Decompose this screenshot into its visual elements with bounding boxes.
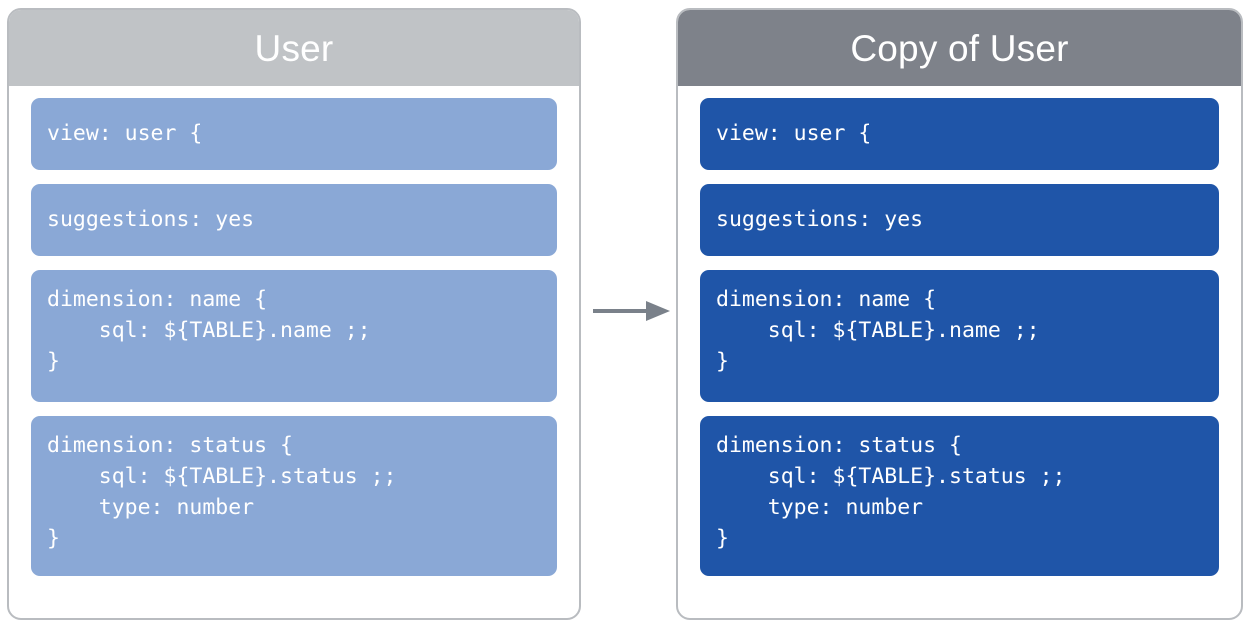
code-block-dimension-name: dimension: name { sql: ${TABLE}.name ;; …: [31, 270, 557, 402]
panel-copy-title: Copy of User: [678, 10, 1241, 86]
code-block-dimension-name: dimension: name { sql: ${TABLE}.name ;; …: [700, 270, 1219, 402]
code-block-dimension-status: dimension: status { sql: ${TABLE}.status…: [31, 416, 557, 576]
arrow-right-icon: [593, 301, 670, 321]
panel-copy-view: Copy of User view: user { suggestions: y…: [676, 8, 1243, 620]
panel-copy-body: view: user { suggestions: yes dimension:…: [678, 86, 1241, 618]
code-block-view-declaration: view: user {: [31, 98, 557, 170]
panel-source-body: view: user { suggestions: yes dimension:…: [9, 86, 579, 618]
panel-source-title: User: [9, 10, 579, 86]
code-block-view-declaration: view: user {: [700, 98, 1219, 170]
code-block-suggestions-param: suggestions: yes: [31, 184, 557, 256]
panel-source-view: User view: user { suggestions: yes dimen…: [7, 8, 581, 620]
code-block-suggestions-param: suggestions: yes: [700, 184, 1219, 256]
code-block-dimension-status: dimension: status { sql: ${TABLE}.status…: [700, 416, 1219, 576]
